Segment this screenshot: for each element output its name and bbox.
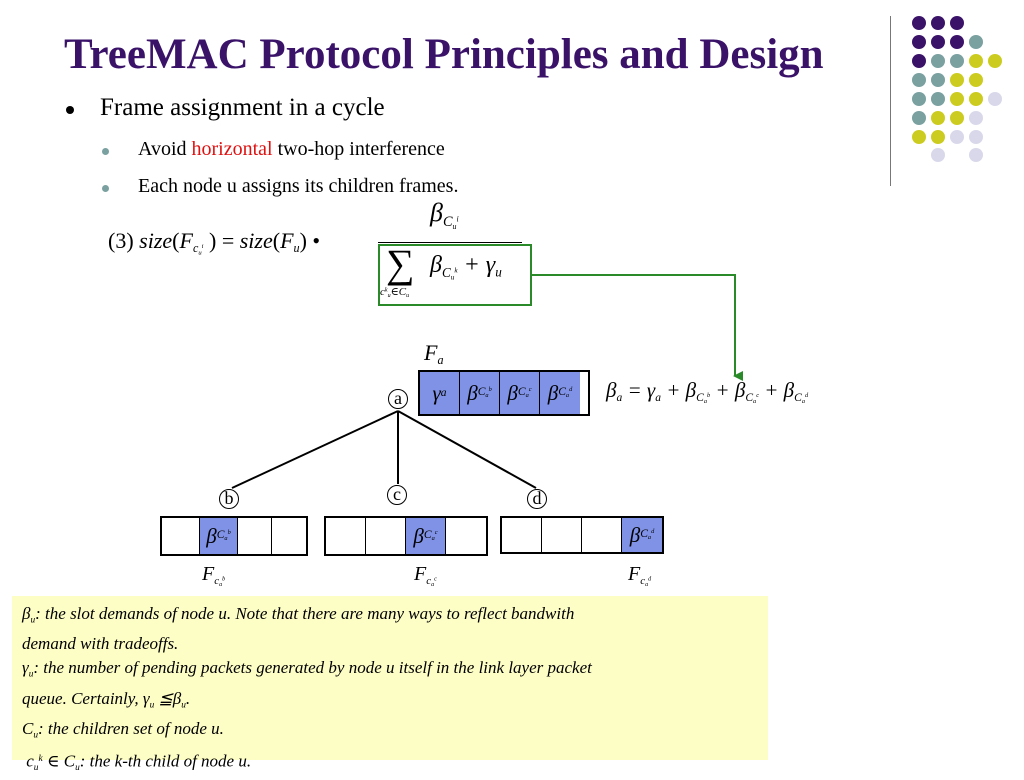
sum-symbol: ∑ bbox=[386, 241, 415, 286]
frame-b-label: Fcab bbox=[202, 563, 226, 588]
decorative-dot-grid bbox=[912, 16, 1002, 162]
denominator-highlight-box bbox=[378, 244, 532, 306]
frame-slot bbox=[542, 518, 582, 552]
edge-a-b bbox=[231, 410, 399, 489]
bullet-dot bbox=[66, 106, 74, 114]
node-b: b bbox=[219, 489, 239, 509]
highlight-word: horizontal bbox=[191, 138, 273, 160]
legend-line-children-set: Cu: the children set of node u. bbox=[22, 718, 224, 741]
bullet-text: Frame assignment in a cycle bbox=[100, 94, 385, 121]
beta-equation: βa = γa + βCab + βCac + βCad bbox=[606, 378, 809, 406]
frame-a-label: Fa bbox=[424, 340, 444, 368]
slide-title: TreeMAC Protocol Principles and Design bbox=[64, 31, 824, 78]
legend-line-gamma: γu: the number of pending packets genera… bbox=[22, 658, 592, 680]
formula-denominator: βCuk + γu bbox=[430, 252, 502, 282]
legend-line-beta: βu: the slot demands of node u. Note tha… bbox=[22, 604, 575, 626]
frame-slot bbox=[326, 518, 366, 554]
frame-slot bbox=[238, 518, 272, 554]
frame-c-label: Fcac bbox=[414, 563, 437, 588]
legend-line-kth-child: cuk ∈ Cu: the k-th child of node u. bbox=[22, 751, 252, 773]
node-c: c bbox=[387, 485, 407, 505]
node-d: d bbox=[527, 489, 547, 509]
legend-line-beta-cont: demand with tradeoffs. bbox=[22, 634, 179, 654]
frame-slot bbox=[272, 518, 306, 554]
definitions-legend: βu: the slot demands of node u. Note tha… bbox=[12, 596, 768, 773]
frame-slot bbox=[446, 518, 486, 554]
fraction-line bbox=[378, 242, 522, 243]
legend-line-gamma-cont: queue. Certainly, γu ≦βu. bbox=[22, 688, 191, 710]
sum-limit: cku∈Cu bbox=[380, 286, 410, 300]
node-a: a bbox=[388, 389, 408, 409]
formula-numerator: βCui bbox=[430, 198, 459, 231]
frame-slot bbox=[582, 518, 622, 552]
frame-d-label: Fcad bbox=[628, 563, 652, 588]
bullet-text: Each node u assigns its children frames. bbox=[138, 175, 459, 197]
bullet-text: Avoid horizontal two-hop interference bbox=[138, 138, 445, 160]
title-divider-line bbox=[890, 16, 891, 186]
arrow-to-beta-equation bbox=[532, 274, 743, 381]
frame-slot bbox=[502, 518, 542, 552]
bullet-dot bbox=[102, 148, 109, 155]
bullet-dot bbox=[102, 185, 109, 192]
edge-a-d bbox=[397, 410, 537, 489]
frame-slot bbox=[162, 518, 200, 554]
frame-slot bbox=[366, 518, 406, 554]
frame-size-formula: (3) size(Fcui ) = size(Fu) • bbox=[108, 228, 321, 257]
